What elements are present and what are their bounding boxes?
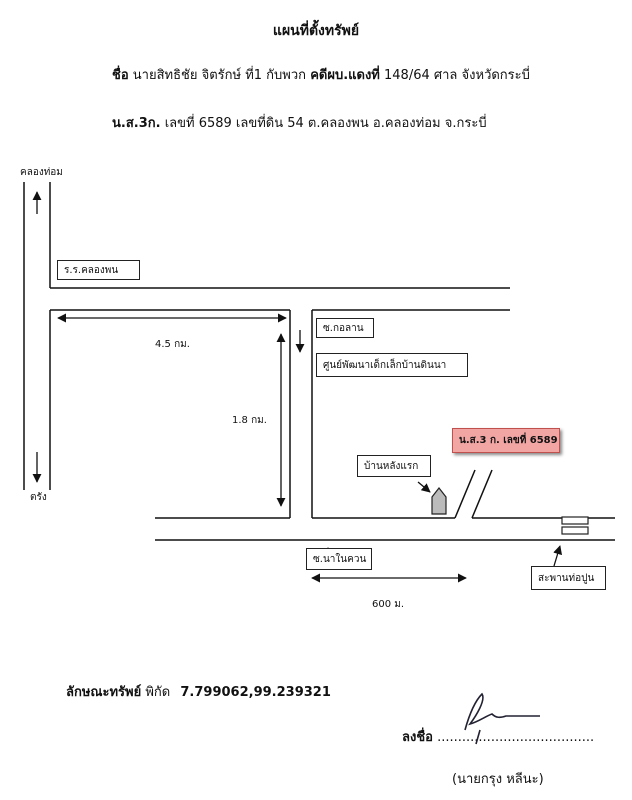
page-title: แผนที่ตั้งทรัพย์ [272,23,360,39]
case-label: คดีผบ.แดงที่ [310,68,380,83]
name-value: นายสิทธิชัย จิตรักษ์ ที่1 กับพวก [132,68,307,83]
deed-label: น.ส.3ก. [112,116,161,131]
house-label-box: บ้านหลังแรก [357,455,431,477]
sign-label: ลงชื่อ [402,730,433,745]
soi-label: ซ.กอลาน [323,322,364,334]
coord-value: 7.799062,99.239321 [180,685,331,700]
school-label-box: ร.ร.คลองพน [57,260,140,280]
bridge-label: สะพานท่อปูน [538,572,595,584]
distance-vertical-label: 1.8 กม. [232,415,267,426]
deed-text: เลขที่ 6589 เลขที่ดิน 54 ต.คลองพน อ.คลอง… [164,116,487,131]
south-label: ตรัง [30,492,47,503]
name-label: ชื่อ [112,68,129,83]
bridge-icon-bottom [561,526,589,535]
center-label-box: ศูนย์พัฒนาเด็กเล็กบ้านดินนา [316,353,468,377]
school-label: ร.ร.คลองพน [64,264,119,276]
property-label: ลักษณะทรัพย์ [66,685,142,700]
plot-label-box: น.ส.3 ก. เลขที่ 6589 [452,428,560,453]
house-label: บ้านหลังแรก [364,460,419,472]
case-value: 148/64 ศาล จังหวัดกระบี่ [384,68,530,83]
house-arrow [417,481,431,493]
soi2-label-box: ซ.นาในควน [306,548,372,570]
bridge-arrow [553,545,563,567]
plot-label: น.ส.3 ก. เลขที่ 6589 [459,435,558,446]
distance-horizontal-label: 4.5 กม. [155,339,190,350]
owner-line: ชื่อ นายสิทธิชัย จิตรักษ์ ที่1 กับพวก คด… [112,64,530,85]
bridge-icon-top [561,516,589,525]
plot-lane-left [454,469,476,519]
coord-label: พิกัด [145,685,171,700]
center-label: ศูนย์พัฒนาเด็กเล็กบ้านดินนา [323,359,447,371]
property-line: ลักษณะทรัพย์ พิกัด 7.799062,99.239321 [66,681,331,702]
distance-bottom-label: 600 ม. [372,599,405,610]
signer-name: (นายกรุง หลีนะ) [452,772,544,787]
house-icon [431,487,447,515]
bridge-label-box: สะพานท่อปูน [531,566,606,590]
deed-line: น.ส.3ก. เลขที่ 6589 เลขที่ดิน 54 ต.คลองพ… [112,112,487,133]
north-label: คลองท่อม [20,167,63,178]
plot-lane-right [471,469,493,519]
soi2-label: ซ.นาในควน [313,553,367,565]
soi-label-box: ซ.กอลาน [316,318,374,338]
